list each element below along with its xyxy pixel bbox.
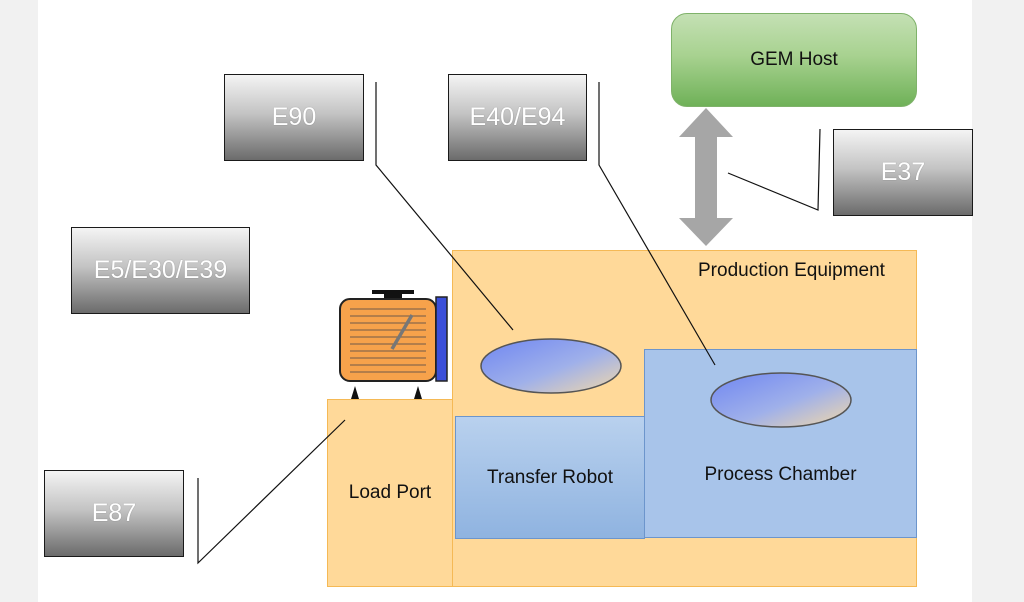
standard-label-e40-e94: E40/E94 (469, 103, 566, 131)
standard-box-e40-e94: E40/E94 (448, 74, 587, 161)
process-chamber-label: Process Chamber (704, 464, 857, 485)
wafer-transfer-robot (480, 338, 622, 394)
standard-box-e90: E90 (224, 74, 364, 161)
standard-label-e87: E87 (91, 499, 137, 527)
callout-line-e40-e94 (598, 82, 716, 366)
process-chamber: Process Chamber (644, 349, 917, 538)
load-port: Load Port (327, 399, 453, 587)
standard-label-e5-e30-e39: E5/E30/E39 (93, 256, 228, 284)
gem-host-label: GEM Host (750, 49, 838, 70)
standard-label-e90: E90 (271, 103, 317, 131)
callout-line-e37 (727, 128, 821, 211)
load-port-label: Load Port (348, 482, 432, 503)
standard-box-e87: E87 (44, 470, 184, 557)
callout-line-e87 (197, 419, 346, 565)
callout-line-e90 (375, 82, 514, 331)
host-equipment-arrow (679, 108, 733, 246)
transfer-robot: Transfer Robot (455, 416, 645, 539)
carrier-foup-icon (339, 290, 448, 399)
production-equipment-label: Production Equipment (698, 260, 885, 281)
standard-box-e37: E37 (833, 129, 973, 216)
wafer-process-chamber (710, 372, 852, 428)
transfer-robot-label: Transfer Robot (486, 466, 613, 488)
standard-label-e37: E37 (880, 158, 926, 186)
standard-box-e5-e30-e39: E5/E30/E39 (71, 227, 250, 314)
gem-host-box: GEM Host (671, 13, 917, 107)
